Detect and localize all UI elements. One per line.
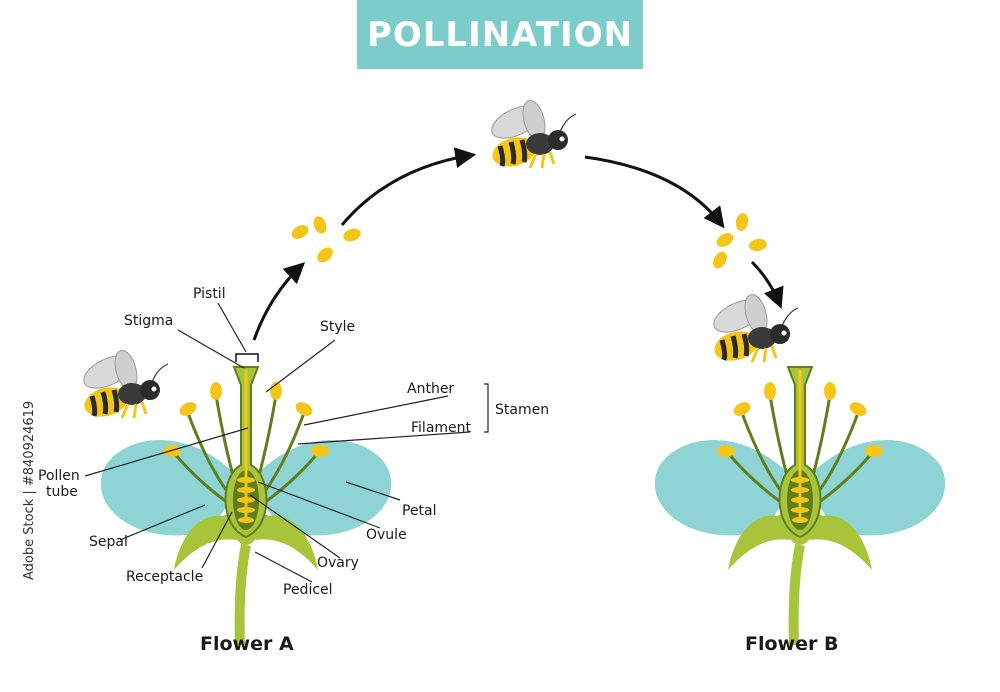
bee-icon xyxy=(79,348,168,421)
label-anther: Anther xyxy=(407,381,455,397)
page-title: POLLINATION xyxy=(366,14,634,55)
label-receptacle: Receptacle xyxy=(126,569,204,585)
caption-flower-b: Flower B xyxy=(745,633,839,655)
label-pollen-tube-2: tube xyxy=(46,484,78,500)
bee-icon xyxy=(487,98,576,171)
label-stigma: Stigma xyxy=(124,313,174,329)
label-sepal: Sepal xyxy=(89,534,128,550)
label-ovule: Ovule xyxy=(366,527,407,543)
label-filament: Filament xyxy=(411,420,472,436)
watermark-text: Adobe Stock | #840924619 xyxy=(22,400,37,580)
label-pollen-tube-1: Pollen xyxy=(38,468,80,484)
label-ovary: Ovary xyxy=(317,555,359,571)
pistil-bracket xyxy=(235,353,259,362)
arrow-icon xyxy=(252,147,784,341)
caption-flower-a: Flower A xyxy=(200,633,294,655)
bee-icon xyxy=(709,292,798,365)
flower-b xyxy=(655,367,945,645)
label-style: Style xyxy=(320,319,356,335)
title-banner: POLLINATION xyxy=(357,0,643,69)
label-pedicel: Pedicel xyxy=(283,582,333,598)
leader-lines xyxy=(84,302,489,583)
label-petal: Petal xyxy=(402,503,437,519)
label-stamen: Stamen xyxy=(495,402,550,418)
label-pistil: Pistil xyxy=(193,286,226,302)
pollen-grain-icon xyxy=(289,214,363,266)
